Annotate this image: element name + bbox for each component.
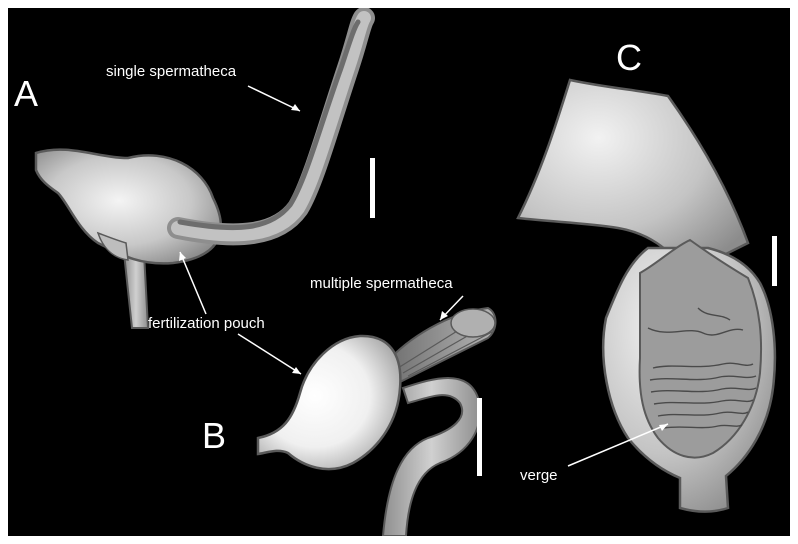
panel-c-letter: C bbox=[616, 37, 642, 78]
panel-b-spermatheca-label: multiple spermatheca bbox=[310, 275, 453, 292]
panel-c-verge-label: verge bbox=[520, 467, 558, 484]
fertilization-pouch-label: fertilization pouch bbox=[148, 315, 265, 332]
panel-c-scale-bar bbox=[772, 236, 777, 286]
panel-b-letter: B bbox=[202, 415, 226, 456]
panel-a-letter: A bbox=[14, 73, 38, 114]
panel-b-spermatheca-head bbox=[451, 309, 495, 337]
panel-a-spermatheca-label: single spermatheca bbox=[106, 63, 237, 80]
panel-b-scale-bar bbox=[477, 398, 482, 476]
figure-canvas: A single spermatheca B multiple spermath… bbox=[8, 8, 790, 536]
reproductive-anatomy-figure: A single spermatheca B multiple spermath… bbox=[8, 8, 790, 536]
panel-a-scale-bar bbox=[370, 158, 375, 218]
